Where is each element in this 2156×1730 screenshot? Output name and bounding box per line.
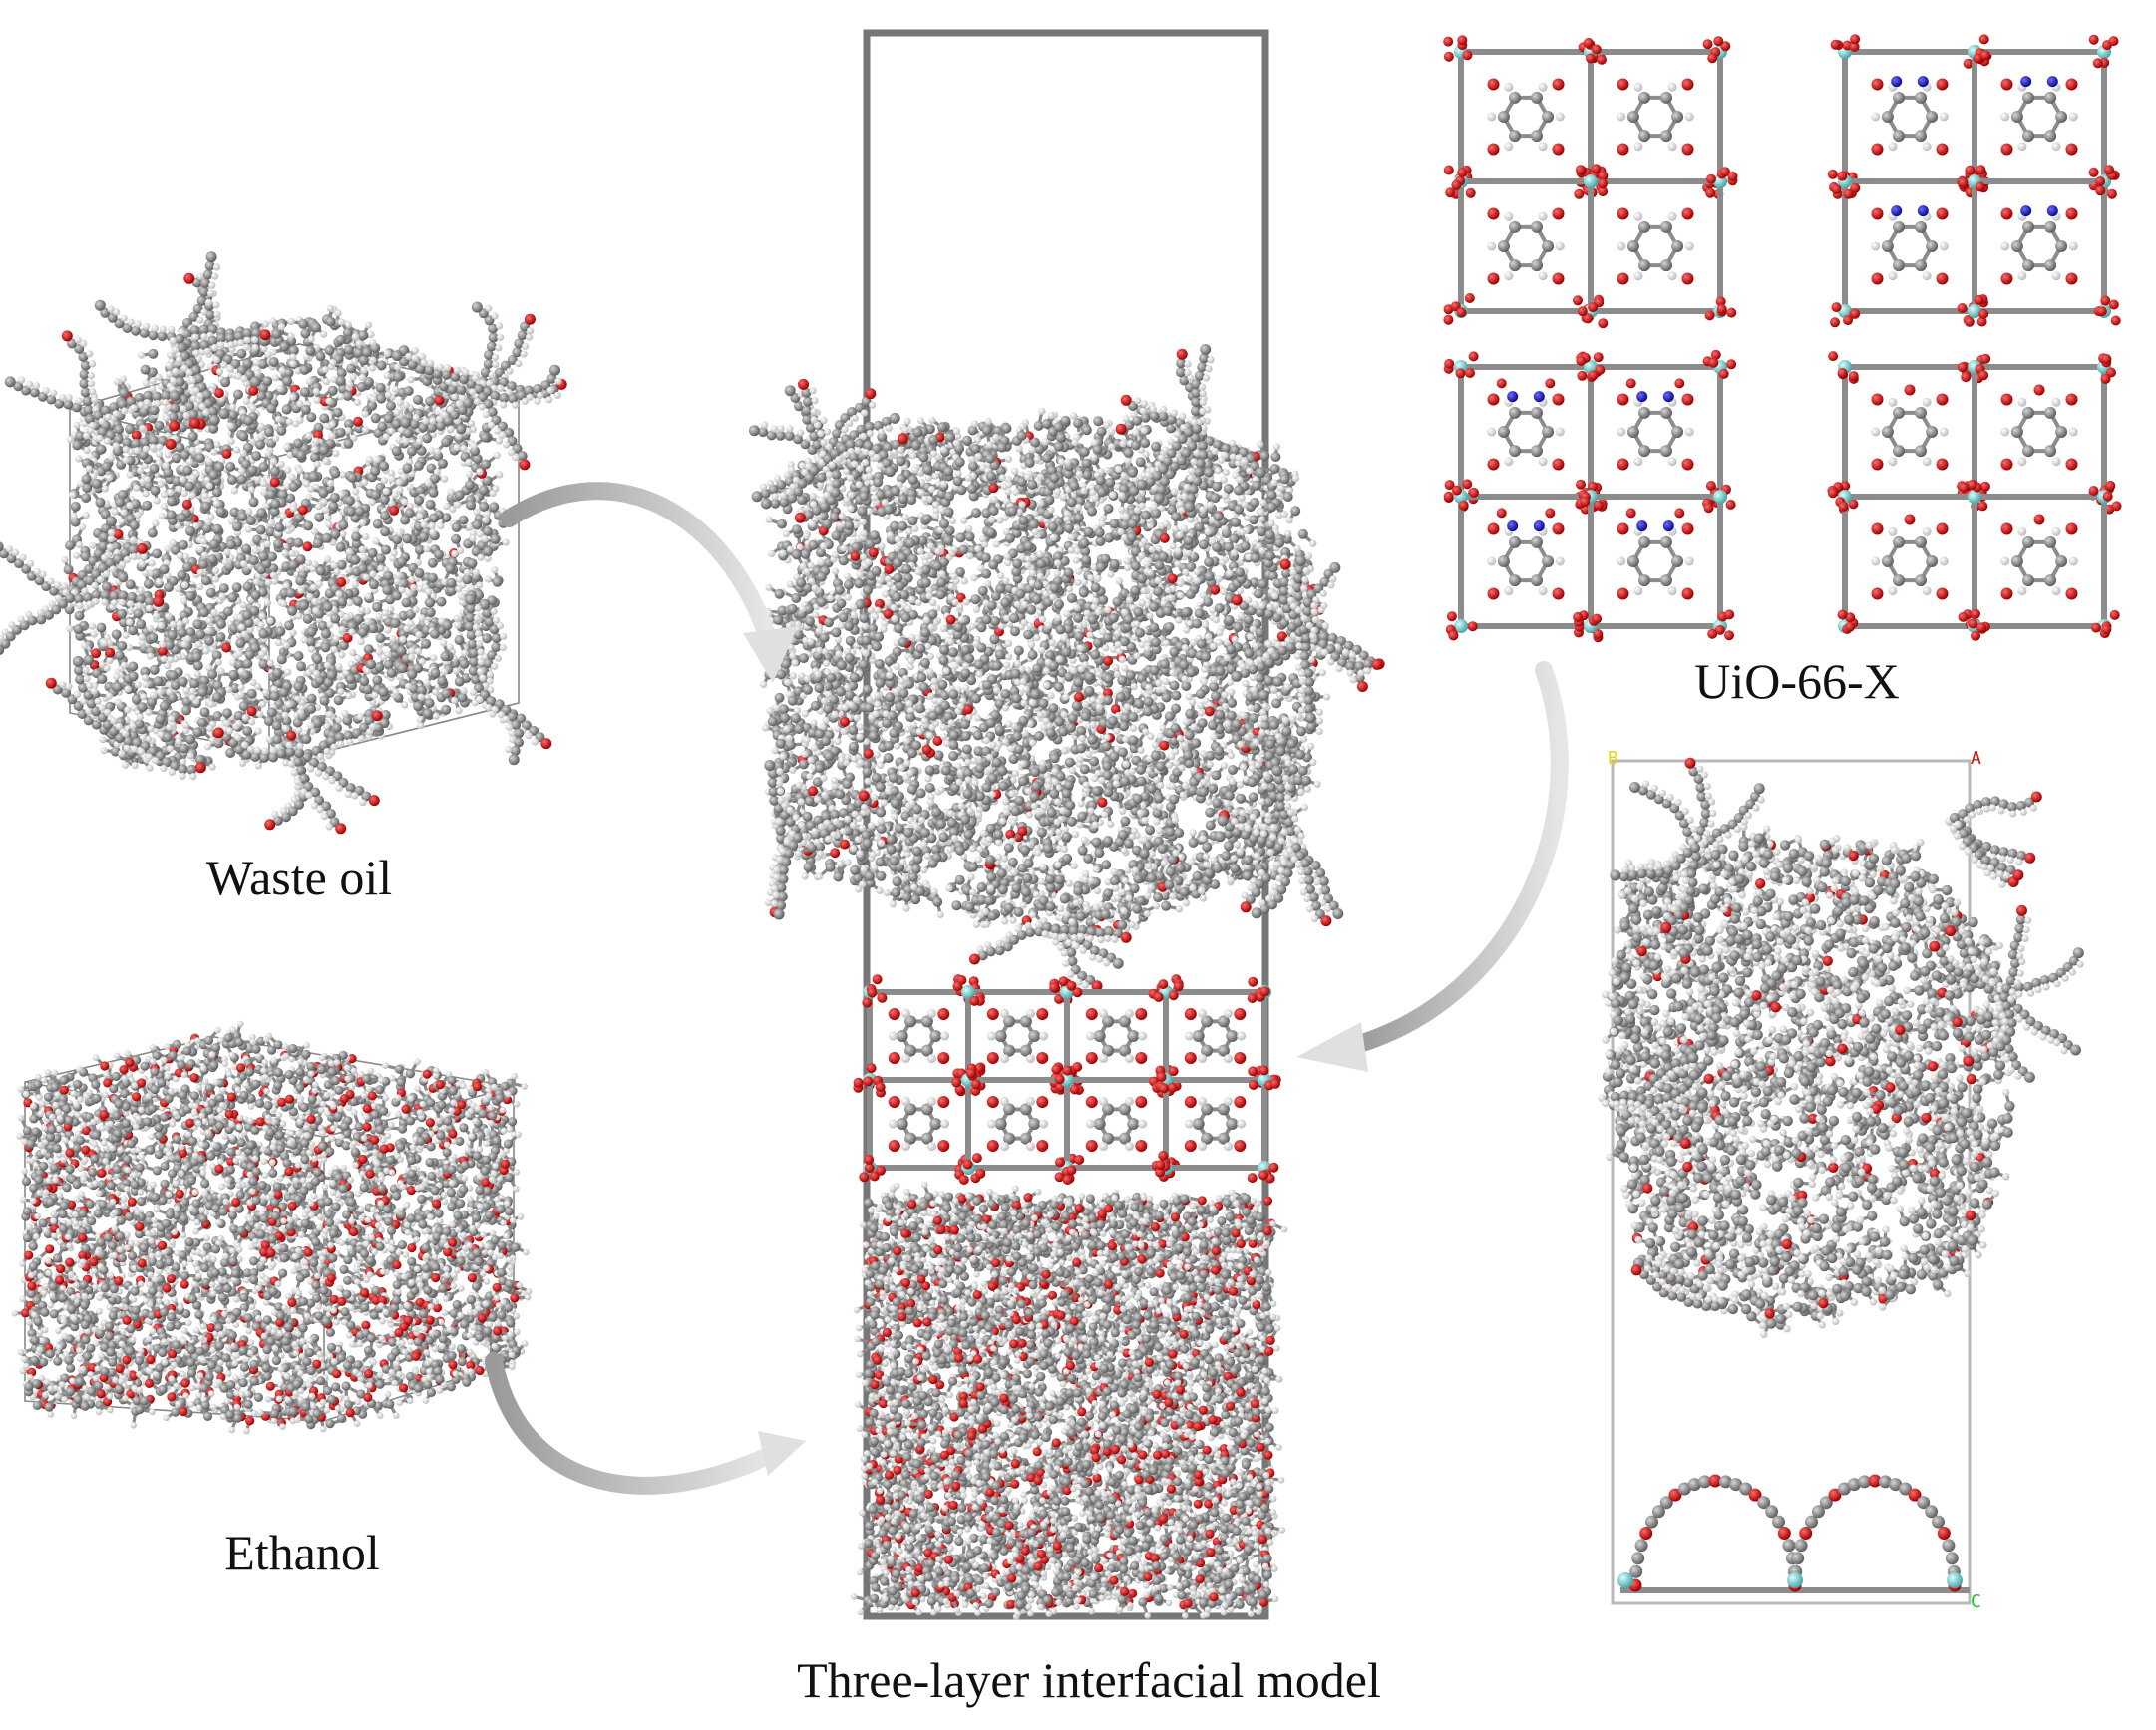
model-uio-slab [853,974,1280,1185]
arrow-waste-to-model [509,491,798,683]
uio-panel-top-right [1828,34,2121,327]
uio-panel-top-left [1443,35,1737,328]
axis-c-label: C [1971,1593,1981,1611]
uio-66-x-label: UiO-66-X [1694,656,1900,706]
arrow-ethanol-to-model [494,1361,806,1486]
axis-a-label: A [1971,750,1981,768]
arrow-uio-to-model [1296,670,1560,1072]
adsorption-uio-base [1617,1475,1970,1592]
ethanol-atoms [11,1021,532,1435]
model-ethanol-layer-atoms [851,1182,1288,1620]
ethanol-label: Ethanol [224,1528,380,1577]
atom-layer [0,251,2084,1620]
uio-panel-bottom-left [1444,350,1736,642]
waste-oil-label: Waste oil [206,853,392,902]
axis-b-label: B [1608,750,1618,768]
uio-panel-bottom-right [1827,351,2121,641]
three-layer-model-label: Three-layer interfacial model [797,1655,1381,1705]
